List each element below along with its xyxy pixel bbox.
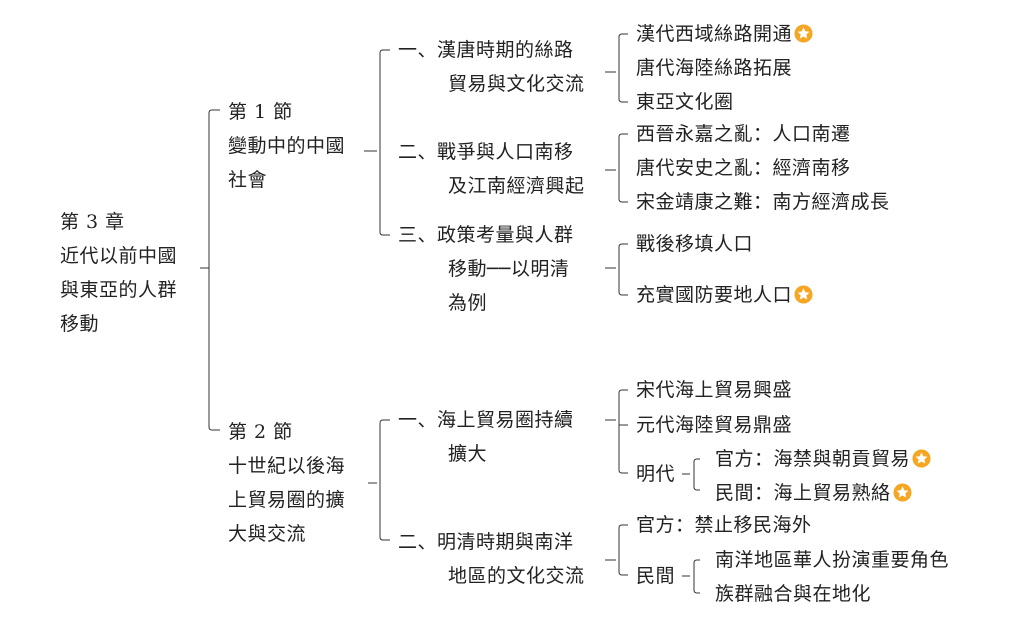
section-line: 十世紀以後海 bbox=[228, 455, 346, 477]
item-text: 戰後移填人口 bbox=[636, 233, 754, 255]
item-text: 東亞文化圈 bbox=[636, 91, 734, 113]
s2-t1-item-1: 宋代海上貿易興盛 bbox=[636, 373, 792, 407]
s1-topic-3: 三、政策考量與人群 移動──以明清 為例 bbox=[398, 218, 574, 320]
item-text: 族群融合與在地化 bbox=[715, 583, 872, 605]
section-line: 上貿易圈的擴 bbox=[228, 489, 346, 511]
s1-t2-item-3: 宋金靖康之難：南方經濟成長 bbox=[636, 185, 890, 219]
topic-line: 貿易與文化交流 bbox=[448, 73, 585, 95]
item-text: 元代海陸貿易鼎盛 bbox=[636, 414, 793, 436]
s1-t1-item-3: 東亞文化圈 bbox=[636, 85, 734, 119]
topic-line: 二、戰爭與人口南移 bbox=[398, 141, 574, 163]
item-text: 唐代安史之亂：經濟南移 bbox=[636, 157, 851, 179]
minjian-label: 民間 bbox=[636, 559, 675, 593]
minjian-item-1: 南洋地區華人扮演重要角色 bbox=[715, 543, 949, 577]
s2-topic-2: 二、明清時期與南洋 地區的文化交流 bbox=[398, 525, 585, 593]
chapter-line: 移動 bbox=[60, 313, 100, 335]
item-text: 唐代海陸絲路拓展 bbox=[636, 57, 793, 79]
item-text: 民間：海上貿易熟絡 bbox=[715, 482, 891, 504]
section-line: 變動中的中國 bbox=[228, 135, 346, 157]
s2-t2-official: 官方：禁止移民海外 bbox=[636, 508, 812, 542]
star-icon bbox=[794, 285, 813, 304]
s2-topic-1: 一、海上貿易圈持續 擴大 bbox=[398, 403, 574, 471]
star-icon bbox=[892, 483, 912, 502]
section-line: 社會 bbox=[228, 169, 268, 191]
chapter-line: 第 3 章 bbox=[60, 211, 125, 233]
s1-t1-item-1: 漢代西域絲路開通 bbox=[636, 17, 813, 51]
section-line: 第 1 節 bbox=[228, 101, 293, 123]
chapter-line: 與東亞的人群 bbox=[60, 279, 178, 301]
section-line: 第 2 節 bbox=[228, 421, 293, 443]
topic-line: 地區的文化交流 bbox=[448, 565, 585, 587]
ming-label: 明代 bbox=[636, 457, 675, 491]
s1-t3-item-1: 戰後移填人口 bbox=[636, 227, 753, 261]
item-text: 官方：海禁與朝貢貿易 bbox=[715, 448, 911, 470]
section-2: 第 2 節 十世紀以後海 上貿易圈的擴 大與交流 bbox=[228, 415, 345, 551]
s1-t1-item-2: 唐代海陸絲路拓展 bbox=[636, 51, 792, 85]
item-text: 南洋地區華人扮演重要角色 bbox=[715, 549, 950, 571]
section-1: 第 1 節 變動中的中國 社會 bbox=[228, 95, 345, 197]
item-text: 官方：禁止移民海外 bbox=[636, 514, 812, 536]
topic-line: 二、明清時期與南洋 bbox=[398, 531, 574, 553]
topic-line: 三、政策考量與人群 bbox=[398, 224, 574, 246]
ming-item-2: 民間：海上貿易熟絡 bbox=[715, 476, 912, 510]
topic-line: 為例 bbox=[448, 292, 488, 314]
topic-line: 擴大 bbox=[448, 443, 488, 465]
item-text: 宋代海上貿易興盛 bbox=[636, 379, 793, 401]
ming-item-1: 官方：海禁與朝貢貿易 bbox=[715, 442, 931, 476]
item-text: 民間 bbox=[636, 565, 676, 587]
chapter-title: 第 3 章 近代以前中國 與東亞的人群 移動 bbox=[60, 205, 177, 341]
item-text: 西晉永嘉之亂：人口南遷 bbox=[636, 123, 851, 145]
topic-line: 及江南經濟興起 bbox=[448, 175, 585, 197]
chapter-line: 近代以前中國 bbox=[60, 245, 178, 267]
topic-line: 移動──以明清 bbox=[448, 258, 570, 280]
item-text: 充實國防要地人口 bbox=[636, 284, 793, 306]
section-line: 大與交流 bbox=[228, 523, 307, 545]
s1-t2-item-2: 唐代安史之亂：經濟南移 bbox=[636, 151, 851, 185]
item-text: 漢代西域絲路開通 bbox=[636, 23, 793, 45]
s2-t1-item-2: 元代海陸貿易鼎盛 bbox=[636, 408, 792, 442]
minjian-item-2: 族群融合與在地化 bbox=[715, 577, 871, 611]
topic-line: 一、海上貿易圈持續 bbox=[398, 409, 574, 431]
item-text: 明代 bbox=[636, 463, 676, 485]
s1-t2-item-1: 西晉永嘉之亂：人口南遷 bbox=[636, 117, 851, 151]
star-icon bbox=[912, 449, 931, 468]
item-text: 宋金靖康之難：南方經濟成長 bbox=[636, 191, 890, 213]
s1-topic-2: 二、戰爭與人口南移 及江南經濟興起 bbox=[398, 135, 585, 203]
s1-t3-item-2: 充實國防要地人口 bbox=[636, 278, 813, 312]
s1-topic-1: 一、漢唐時期的絲路 貿易與文化交流 bbox=[398, 33, 585, 101]
star-icon bbox=[794, 24, 813, 43]
topic-line: 一、漢唐時期的絲路 bbox=[398, 39, 574, 61]
